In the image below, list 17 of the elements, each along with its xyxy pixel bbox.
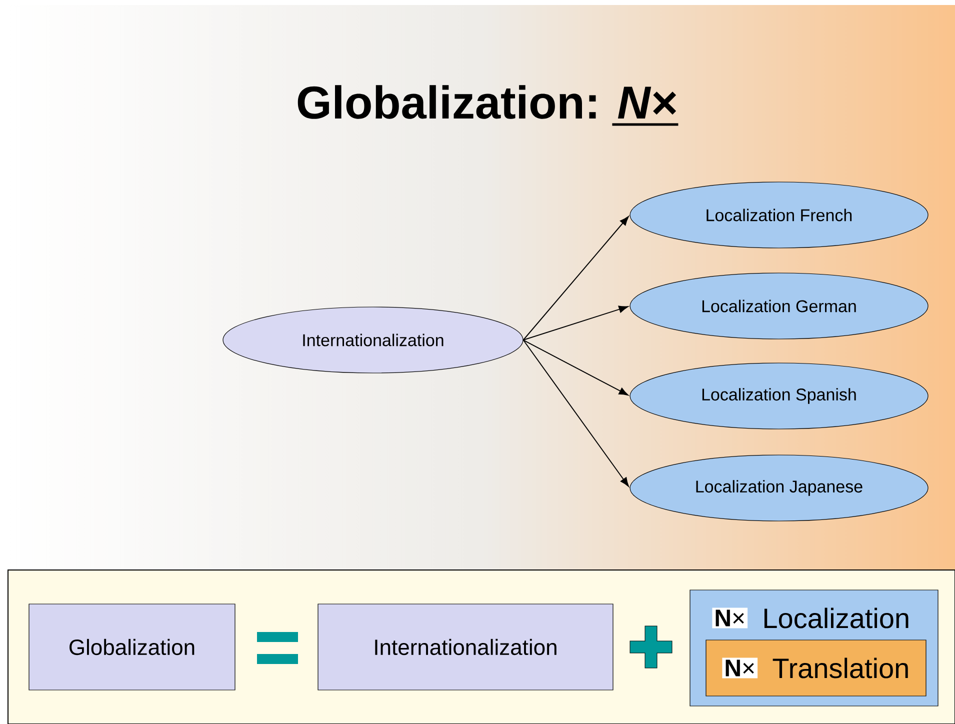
arrow	[522, 216, 629, 340]
multiplier-tag: N×	[722, 658, 758, 678]
multiplier-tag: N×	[712, 608, 748, 628]
arrow	[522, 306, 628, 340]
oval-node: Localization Japanese	[630, 454, 928, 522]
group-label: Localization	[764, 608, 908, 628]
oval-node: Internationalization	[222, 306, 524, 374]
oval-node: Localization French	[630, 182, 928, 248]
oval-node: Localization Spanish	[630, 362, 928, 430]
group-label: Translation	[772, 658, 908, 678]
arrow	[522, 340, 628, 396]
arrow	[522, 340, 629, 487]
group-box	[706, 640, 926, 696]
process-box: Globalization	[28, 604, 236, 690]
process-box: Internationalization	[318, 604, 614, 690]
title: Globalization: N×	[298, 85, 676, 119]
oval-node: Localization German	[630, 272, 928, 340]
